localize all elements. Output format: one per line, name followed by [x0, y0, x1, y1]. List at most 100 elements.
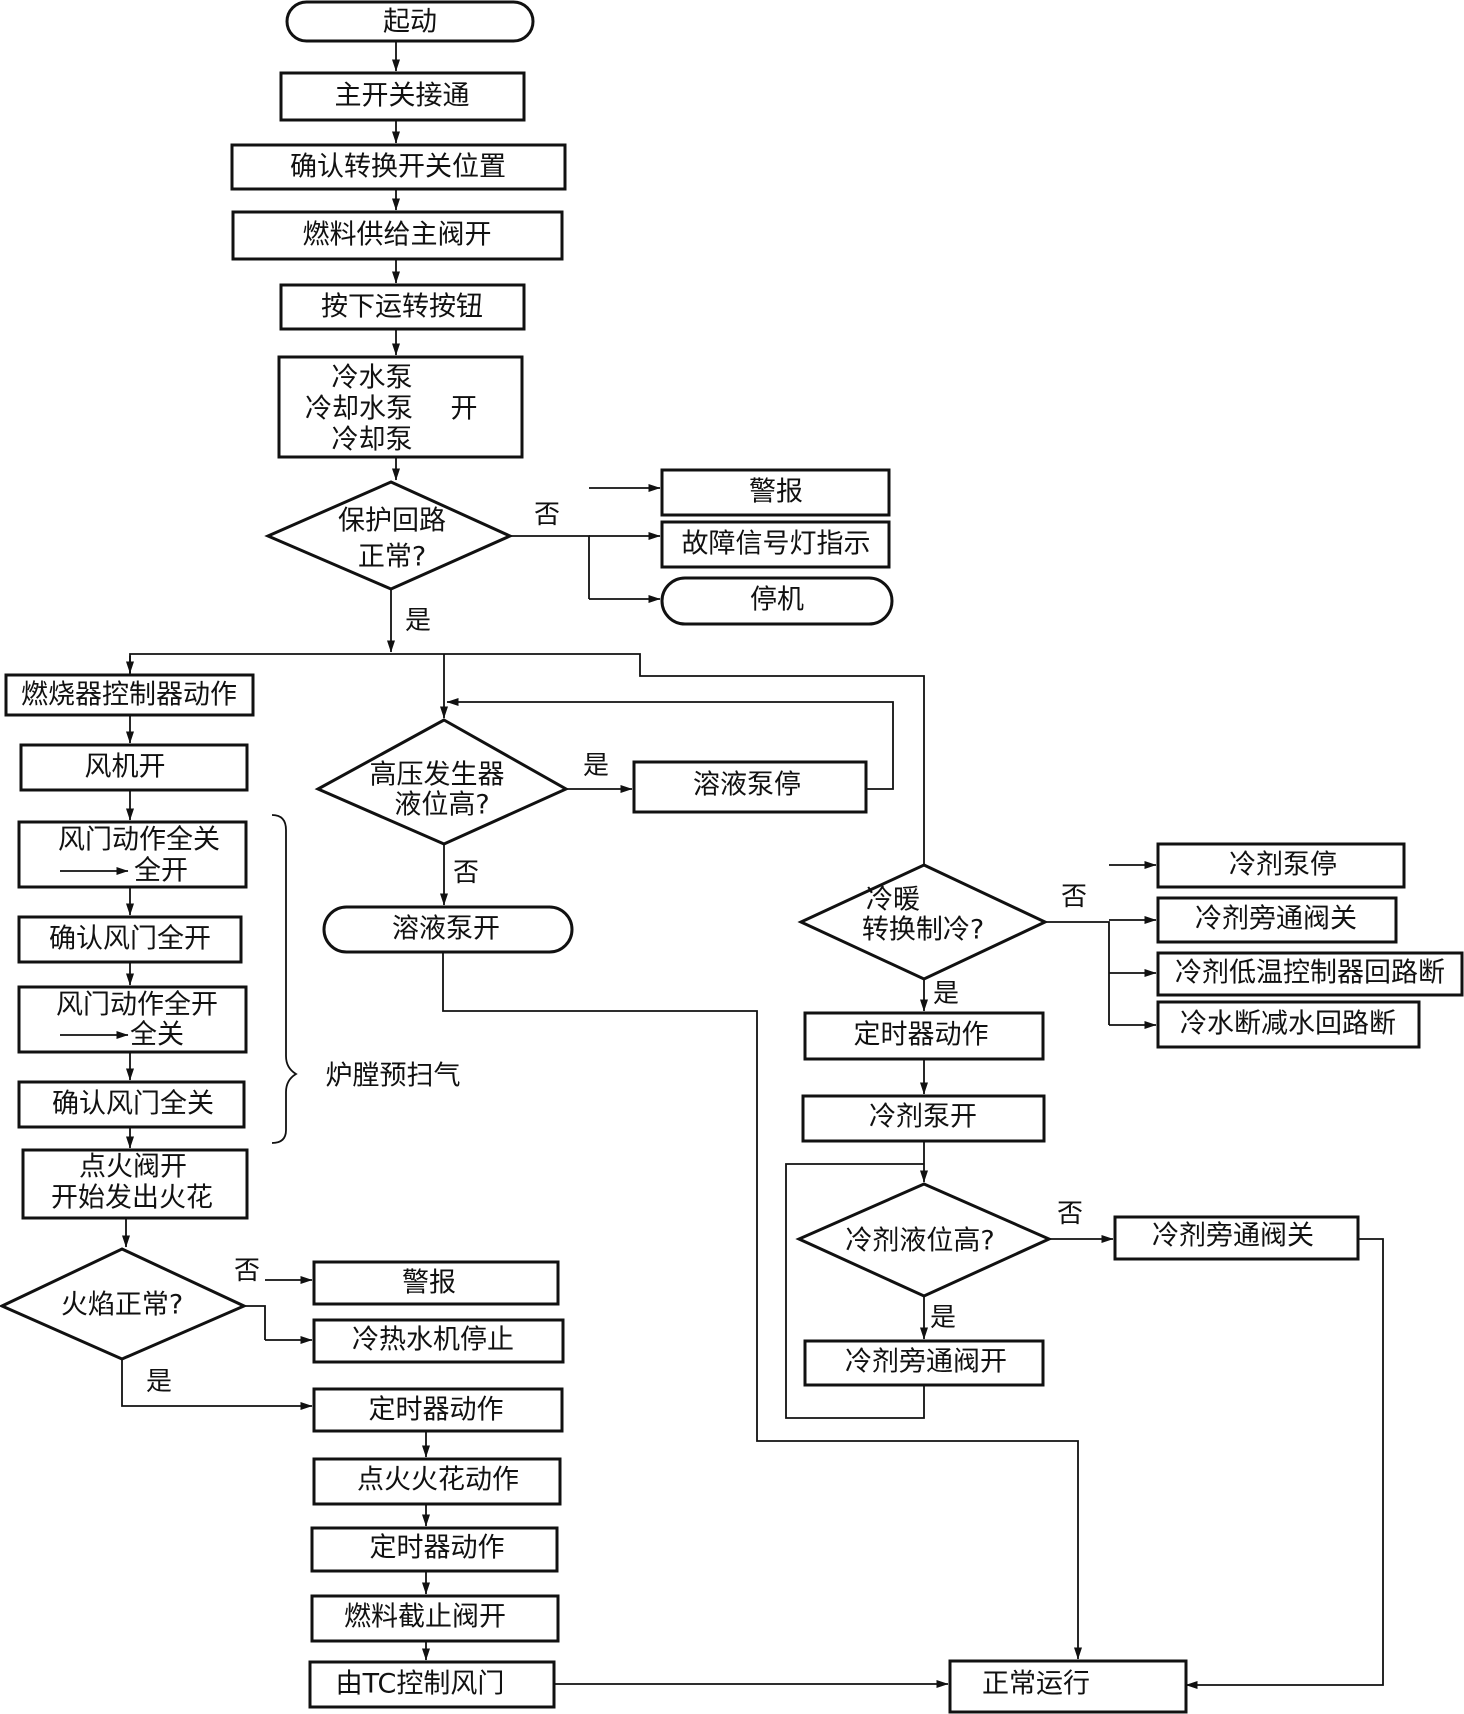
- ignition-line2: 开始发出火花: [51, 1183, 213, 1214]
- chiller-stop-box: 冷热水机停止: [312, 1318, 565, 1364]
- edge-mode-no: [1045, 921, 1110, 1025]
- damper-close-box: 风门动作全开 全关: [17, 985, 248, 1054]
- edge-flame-yes: [121, 1359, 313, 1410]
- spark-box: 点火火花动作: [312, 1457, 562, 1506]
- start-terminal: 起动: [285, 0, 535, 43]
- ref-pump-stop-label: 冷剂泵停: [1229, 850, 1337, 881]
- flame-decision: 火焰正常?: [0, 1247, 248, 1361]
- protect-q-line2: 正常?: [358, 542, 426, 573]
- spark-label: 点火火花动作: [357, 1465, 519, 1496]
- protect-yes-label: 是: [405, 606, 431, 636]
- edge-protect-no: [510, 535, 590, 599]
- confirm-close-label: 确认风门全关: [52, 1089, 214, 1120]
- alarm2-box: 警报: [312, 1260, 560, 1306]
- burner-ctrl-box: 燃烧器控制器动作: [4, 673, 255, 717]
- mode-no-label: 否: [1061, 882, 1087, 912]
- ref-pump-stop-box: 冷剂泵停: [1156, 842, 1406, 889]
- ref-bypass-close1-label: 冷剂旁通阀关: [1195, 904, 1357, 935]
- pumps-box: 冷水泵 冷却水泵 冷却泵 开: [277, 355, 524, 459]
- fuel-valve-label: 燃料供给主阀开: [303, 220, 492, 251]
- ref-pump-on-box: 冷剂泵开: [801, 1094, 1046, 1143]
- mode-q-line2: 转换制冷?: [862, 915, 984, 946]
- edge-solpump-normal: [442, 952, 1082, 1660]
- timer1-box: 定时器动作: [312, 1387, 564, 1433]
- flame-yes-label: 是: [146, 1367, 172, 1397]
- pump-label-cooling: 冷却泵: [332, 425, 413, 456]
- ref-pump-on-label: 冷剂泵开: [869, 1102, 977, 1133]
- damper-open-line1: 风门动作全关: [58, 825, 220, 856]
- hp-no-label: 否: [453, 858, 479, 888]
- level-yes-label: 是: [930, 1303, 956, 1333]
- edge-flame-no: [244, 1305, 266, 1340]
- damper-close-line1: 风门动作全开: [56, 990, 218, 1021]
- ref-bypass-close2-label: 冷剂旁通阀关: [1152, 1221, 1314, 1252]
- flame-no-label: 否: [234, 1256, 260, 1286]
- main-switch-box: 主开关接通: [279, 71, 526, 122]
- pump-label-cooling-water: 冷却水泵: [305, 394, 413, 425]
- mode-q-line1: 冷暖: [866, 885, 920, 916]
- flame-q-label: 火焰正常?: [61, 1290, 183, 1321]
- chw-off-box: 冷水断减水回路断: [1156, 1000, 1421, 1049]
- fan-on-box: 风机开: [19, 743, 249, 792]
- hp-q-line2: 液位高?: [394, 790, 489, 821]
- pump-label-chilled: 冷水泵: [332, 363, 413, 394]
- sol-pump-stop-label: 溶液泵停: [693, 770, 801, 801]
- edge-bypass2-normal: [1185, 1238, 1384, 1689]
- shutdown-label: 停机: [750, 585, 804, 616]
- confirm-close-box: 确认风门全关: [17, 1080, 246, 1129]
- ref-level-decision: 冷剂液位高?: [795, 1182, 1053, 1298]
- alarm1-label: 警报: [749, 477, 803, 508]
- ref-bypass-close2-box: 冷剂旁通阀关: [1113, 1215, 1360, 1261]
- ref-level-q-label: 冷剂液位高?: [845, 1226, 994, 1257]
- mode-yes-label: 是: [933, 979, 959, 1009]
- fuel-cutoff-box: 燃料截止阀开: [310, 1594, 560, 1643]
- hp-decision: 高压发生器 液位高?: [314, 718, 570, 846]
- fuel-cutoff-label: 燃料截止阀开: [344, 1602, 506, 1633]
- normal-box: 正常运行: [948, 1659, 1188, 1714]
- sol-pump-on-terminal: 溶液泵开: [322, 905, 574, 954]
- ref-bypass-open-box: 冷剂旁通阀开: [803, 1339, 1045, 1387]
- damper-open-line2: 全开: [134, 856, 188, 887]
- confirm-open-box: 确认风门全开: [17, 915, 243, 964]
- edge-solstop-loop: [446, 698, 894, 790]
- edge-labels: 否 是 是 否 否 是 否 是 否 是: [146, 500, 1087, 1397]
- chw-off-label: 冷水断减水回路断: [1180, 1009, 1396, 1040]
- normal-label: 正常运行: [982, 1669, 1090, 1700]
- pumps-on-label: 开: [451, 394, 478, 425]
- protect-q-line1: 保护回路: [338, 506, 446, 537]
- fuel-valve-box: 燃料供给主阀开: [231, 210, 564, 261]
- confirm-switch-box: 确认转换开关位置: [230, 143, 567, 191]
- ref-lowtemp-off-box: 冷剂低温控制器回路断: [1156, 951, 1464, 997]
- hp-q-line1: 高压发生器: [370, 760, 505, 791]
- protect-no-label: 否: [534, 500, 560, 530]
- connectors: [121, 40, 1384, 1689]
- ref-bypass-open-label: 冷剂旁通阀开: [845, 1347, 1007, 1378]
- timer3-label: 定时器动作: [854, 1020, 989, 1051]
- sol-pump-on-label: 溶液泵开: [392, 914, 500, 945]
- protect-decision: 保护回路 正常?: [264, 480, 514, 591]
- level-no-label: 否: [1057, 1199, 1083, 1229]
- alarm2-label: 警报: [402, 1268, 456, 1299]
- ref-bypass-close1-box: 冷剂旁通阀关: [1156, 896, 1398, 944]
- tc-damper-box: 由TC控制风门: [308, 1660, 556, 1709]
- purge-brace: [271, 814, 298, 1144]
- press-run-box: 按下运转按钮: [279, 283, 526, 331]
- chiller-stop-label: 冷热水机停止: [352, 1325, 514, 1356]
- main-switch-label: 主开关接通: [335, 81, 470, 112]
- damper-close-line2: 全关: [130, 1020, 184, 1051]
- timer2-label: 定时器动作: [370, 1533, 505, 1564]
- confirm-open-label: 确认风门全开: [49, 924, 211, 955]
- ref-lowtemp-off-label: 冷剂低温控制器回路断: [1175, 958, 1445, 989]
- press-run-label: 按下运转按钮: [321, 292, 483, 323]
- sol-pump-stop-box: 溶液泵停: [632, 760, 868, 814]
- timer1-label: 定时器动作: [369, 1395, 504, 1426]
- start-label: 起动: [383, 7, 437, 38]
- alarm1-box: 警报: [660, 468, 891, 517]
- confirm-switch-label: 确认转换开关位置: [290, 152, 506, 183]
- purge-label: 炉膛预扫气: [326, 1061, 461, 1092]
- timer2-box: 定时器动作: [310, 1526, 559, 1573]
- burner-ctrl-label: 燃烧器控制器动作: [21, 680, 237, 711]
- hp-yes-label: 是: [583, 751, 609, 781]
- fan-on-label: 风机开: [85, 752, 166, 783]
